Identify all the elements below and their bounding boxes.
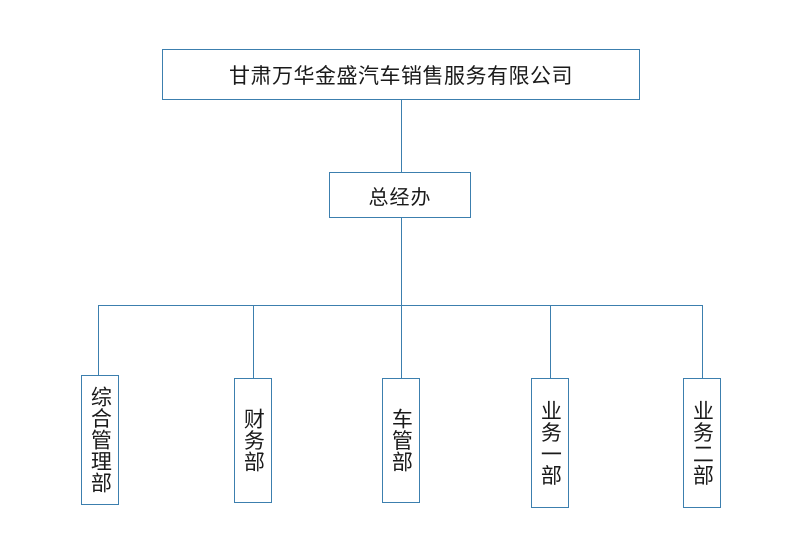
connector-bus-to-department-2 [253, 305, 254, 378]
connector-bus-to-department-5 [702, 305, 703, 378]
org-node-department-1[interactable]: 综合管理部 [81, 375, 119, 505]
org-node-department-1-label: 综合管理部 [88, 386, 113, 494]
connector-bus-to-department-1 [98, 305, 99, 375]
org-node-executive-office-label: 总经办 [368, 184, 432, 209]
org-node-company[interactable]: 甘肃万华金盛汽车销售服务有限公司 [162, 49, 640, 100]
connector-bus-to-department-3 [401, 305, 402, 378]
org-node-department-2-label: 财务部 [241, 408, 266, 473]
org-node-department-3-label: 车管部 [389, 408, 414, 473]
org-node-department-4[interactable]: 业务一部 [531, 378, 569, 508]
org-node-department-5-label: 业务二部 [690, 400, 715, 486]
org-node-department-4-label: 业务一部 [538, 400, 563, 486]
connector-executive-to-bus [401, 218, 402, 305]
connector-company-to-executive [401, 100, 402, 172]
org-node-executive-office[interactable]: 总经办 [329, 172, 471, 218]
org-node-department-3[interactable]: 车管部 [382, 378, 420, 503]
org-node-department-5[interactable]: 业务二部 [683, 378, 721, 508]
connector-horizontal-bus [98, 305, 703, 306]
org-node-company-label: 甘肃万华金盛汽车销售服务有限公司 [229, 63, 573, 88]
connector-bus-to-department-4 [550, 305, 551, 378]
org-node-department-2[interactable]: 财务部 [234, 378, 272, 503]
